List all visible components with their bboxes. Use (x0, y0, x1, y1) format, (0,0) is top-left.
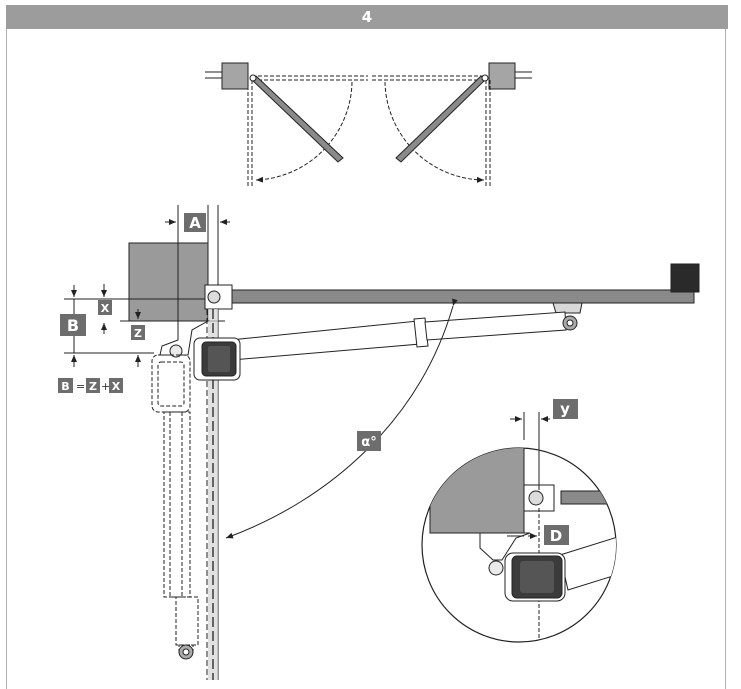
dimension-a-label (184, 213, 206, 232)
right-pillar (488, 62, 516, 90)
figure-header-bar: 4 (6, 5, 728, 29)
actuator-closed (193, 311, 578, 381)
svg-text:+: + (101, 380, 110, 393)
gate-pillar (128, 242, 209, 322)
angle-alpha-text: α° (361, 435, 376, 450)
dimension-d-text: D (550, 527, 562, 545)
svg-text:Z: Z (89, 380, 97, 393)
gate-end-post (670, 263, 700, 293)
dimension-d-label (544, 525, 569, 545)
gate-hinge (207, 290, 221, 304)
dimension-y-text: y (560, 400, 570, 418)
dimension-x-label (98, 300, 112, 315)
top-plan-view (205, 62, 532, 186)
actuator-open (151, 354, 199, 654)
dimension-x-text: X (101, 302, 110, 315)
figure-number: 4 (361, 8, 373, 26)
dimension-a-text: A (189, 214, 201, 232)
dimension-z-text: Z (134, 327, 142, 340)
dimension-y-label (553, 399, 578, 419)
svg-text:X: X (112, 380, 121, 393)
main-installation-view: A B X Z B = Z + X (58, 205, 700, 680)
svg-text:B: B (61, 380, 69, 393)
dimension-b-label (60, 314, 86, 336)
left-gate-leaf (250, 75, 344, 163)
left-pillar (221, 62, 249, 90)
detail-inset: y D (421, 399, 617, 643)
formula: B = Z + X (58, 378, 123, 393)
angle-alpha-label (357, 431, 381, 451)
dimension-z-label (131, 325, 145, 340)
figure-frame (6, 29, 726, 689)
right-gate-leaf (395, 75, 487, 163)
gate-leaf-closed (231, 289, 695, 304)
dimension-b-text: B (67, 316, 79, 335)
svg-text:=: = (76, 380, 85, 393)
